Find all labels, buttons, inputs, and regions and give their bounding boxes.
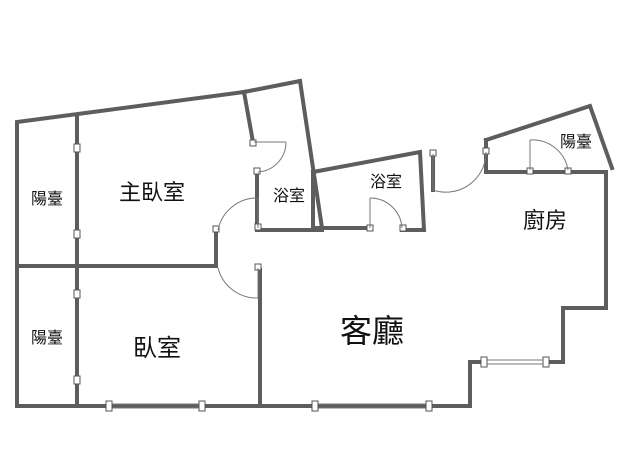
room-labels: 陽臺 主臥室 浴室 浴室 廚房 陽臺 陽臺 臥室 客廳 — [31, 132, 592, 362]
walls-left-block — [15, 78, 472, 408]
label-master-bedroom: 主臥室 — [119, 181, 185, 206]
label-living-room: 客廳 — [340, 312, 404, 350]
label-balcony-top-left: 陽臺 — [31, 189, 63, 208]
label-balcony-right: 陽臺 — [560, 132, 592, 151]
label-bedroom: 臥室 — [133, 334, 181, 362]
label-kitchen: 廚房 — [523, 209, 567, 234]
jambs — [73, 139, 572, 412]
label-balcony-bottom-left: 陽臺 — [31, 328, 63, 347]
label-bathroom-2: 浴室 — [370, 172, 402, 191]
walls-bathroom-2 — [310, 149, 427, 232]
door-swings — [217, 139, 569, 299]
label-bathroom-1: 浴室 — [273, 186, 305, 205]
windows — [110, 359, 546, 409]
